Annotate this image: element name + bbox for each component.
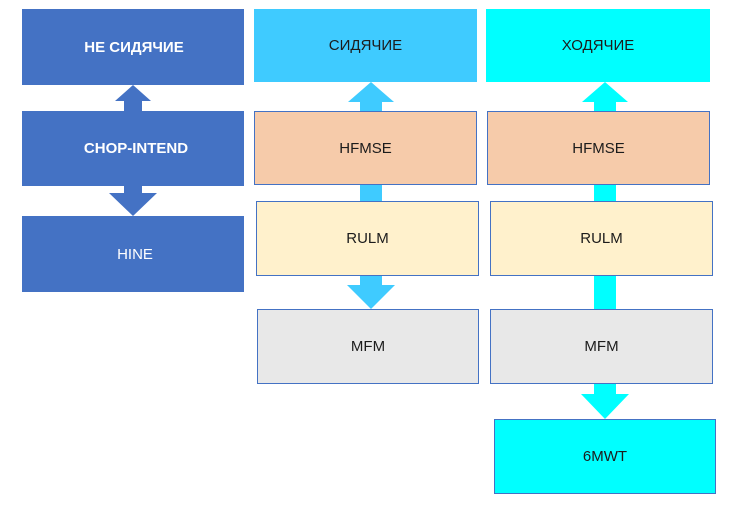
sitters-header-label: СИДЯЧИЕ xyxy=(328,37,403,54)
sitters-header: СИДЯЧИЕ xyxy=(254,9,477,82)
arrow-down-col2 xyxy=(347,285,395,309)
arrow-up-col1 xyxy=(115,85,151,112)
walkers-hfmse-label: HFMSE xyxy=(572,139,625,157)
walkers-mfm-box: MFM xyxy=(490,309,713,384)
walkers-hfmse-box: HFMSE xyxy=(487,111,710,185)
hine-label: HINE xyxy=(117,245,153,263)
arrow-down-col3 xyxy=(581,394,629,419)
walkers-6mwt-label: 6MWT xyxy=(582,448,628,465)
walkers-header: ХОДЯЧИЕ xyxy=(486,9,710,82)
walkers-mfm-label: MFM xyxy=(584,338,619,355)
sitters-rulm-label: RULM xyxy=(346,230,389,247)
non-sitters-header: НЕ СИДЯЧИЕ xyxy=(22,9,244,85)
sitters-hfmse-box: HFMSE xyxy=(254,111,477,185)
chop-intend-label: CHOP-INTEND xyxy=(83,140,189,157)
walkers-rulm-label: RULM xyxy=(580,230,623,247)
sitters-mfm-box: MFM xyxy=(257,309,479,384)
walkers-rulm-box: RULM xyxy=(490,201,713,276)
walkers-6mwt-box: 6MWT xyxy=(494,419,716,494)
non-sitters-header-label: НЕ СИДЯЧИЕ xyxy=(84,38,184,56)
chop-intend-box: CHOP-INTEND xyxy=(22,111,244,186)
sitters-rulm-box: RULM xyxy=(256,201,479,276)
arrow-up-col3 xyxy=(582,82,628,102)
sitters-mfm-label: MFM xyxy=(350,338,386,355)
arrow-up-col2 xyxy=(348,82,394,102)
arrow-down-col1 xyxy=(109,185,157,216)
sitters-hfmse-label: HFMSE xyxy=(339,139,392,157)
hine-box: HINE xyxy=(22,216,244,292)
walkers-header-label: ХОДЯЧИЕ xyxy=(561,37,635,54)
